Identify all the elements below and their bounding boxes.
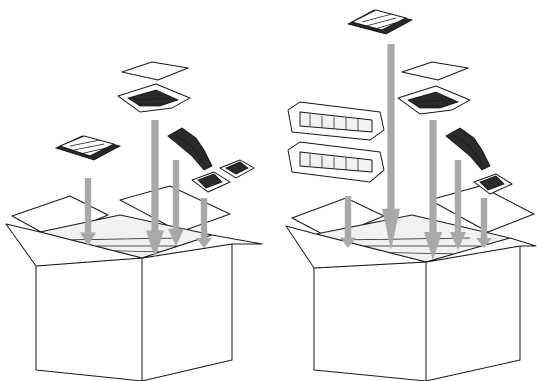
cable-clip-icon <box>220 160 254 178</box>
document-sheet-icon <box>122 62 188 80</box>
arrow-icon <box>424 120 442 260</box>
cable-clip-icon <box>192 172 230 192</box>
panel-left <box>6 62 262 381</box>
protective-insert-icon <box>288 102 384 140</box>
open-box-right <box>286 186 536 381</box>
power-cord-icon <box>446 128 490 170</box>
scanner-carriage-icon <box>118 84 190 112</box>
document-sheet-icon <box>402 62 468 80</box>
open-box-left <box>6 186 262 381</box>
protective-insert-icon <box>288 142 384 182</box>
arrow-icon <box>382 44 400 250</box>
panel-right <box>286 10 536 381</box>
scanner-carriage-icon <box>398 86 470 114</box>
manual-booklet-icon <box>348 10 412 34</box>
manual-booklet-icon <box>56 136 120 160</box>
